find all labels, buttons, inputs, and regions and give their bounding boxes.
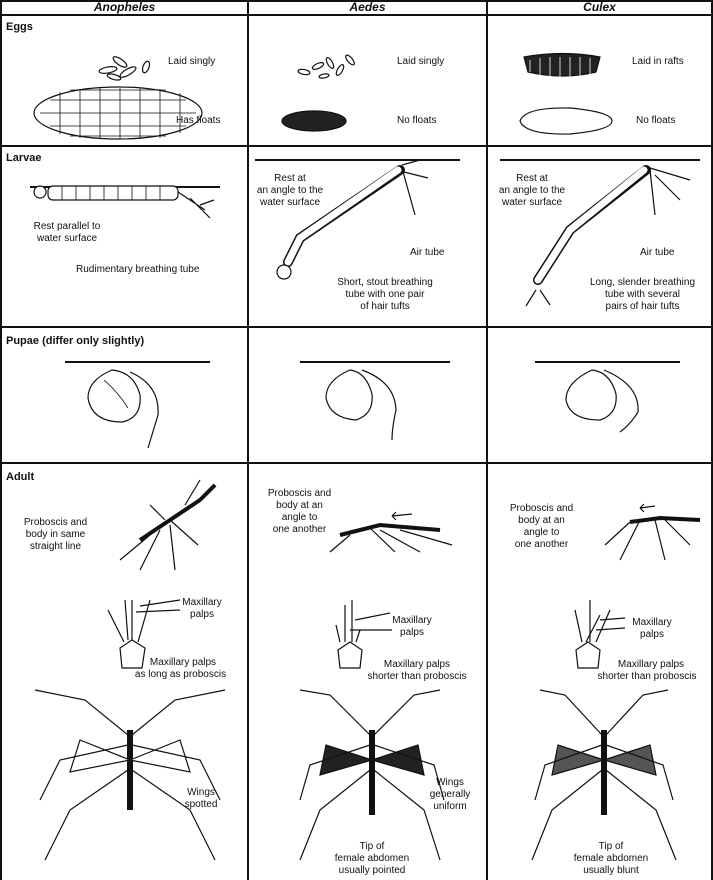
anopheles-egg-float	[34, 87, 202, 139]
anopheles-wings-2: spotted	[176, 800, 226, 810]
culex-eggs-laid: Laid in rafts	[632, 57, 684, 67]
anopheles-larva-rest-2: water surface	[22, 234, 112, 244]
anopheles-larva-rest-1: Rest parallel to	[22, 222, 112, 232]
aedes-palps-1: Maxillary	[382, 616, 442, 626]
anopheles-eggs-laid: Laid singly	[168, 57, 215, 67]
row-label-larvae: Larvae	[6, 153, 41, 163]
culex-larva-tube-2: tube with several	[575, 290, 710, 300]
anopheles-wings-1: Wings	[176, 788, 226, 798]
aedes-eggs-laid: Laid singly	[397, 57, 444, 67]
aedes-larva-tube-3: of hair tufts	[320, 302, 450, 312]
culex-palps-len-1: Maxillary palps	[596, 660, 706, 670]
row-label-pupae: Pupae (differ only slightly)	[6, 336, 144, 346]
aedes-wings-2: generally	[420, 790, 480, 800]
anopheles-adult-top	[35, 690, 225, 860]
culex-larva-air-tube: Air tube	[640, 248, 674, 258]
aedes-adult-body-4: one another	[252, 525, 347, 535]
culex-head	[575, 600, 625, 668]
aedes-eggs-floats: No floats	[397, 116, 436, 126]
aedes-palps-2: palps	[382, 628, 442, 638]
anopheles-adult-side	[120, 480, 215, 570]
anopheles-palps-1: Maxillary	[172, 598, 232, 608]
culex-palps-2: palps	[622, 630, 682, 640]
aedes-adult-body-1: Proboscis and	[252, 489, 347, 499]
culex-adult-side	[605, 504, 700, 560]
larvae-water-lines	[30, 160, 700, 187]
aedes-palps-len-2: shorter than proboscis	[352, 672, 482, 682]
aedes-adult-body-2: body at an	[252, 501, 347, 511]
aedes-egg	[282, 111, 346, 131]
culex-adult-body-4: one another	[494, 540, 589, 550]
anopheles-palps-2: palps	[172, 610, 232, 620]
anopheles-larva	[34, 186, 214, 218]
aedes-larva-tube-2: tube with one pair	[320, 290, 450, 300]
aedes-wings-3: uniform	[420, 802, 480, 812]
anopheles-adult-body-1: Proboscis and	[8, 518, 103, 528]
aedes-adult-top	[300, 690, 444, 860]
culex-larva-rest-3: water surface	[492, 198, 572, 208]
aedes-larva-tube-1: Short, stout breathing	[320, 278, 450, 288]
culex-egg-raft	[524, 54, 600, 78]
anopheles-adult-body-2: body in same	[8, 530, 103, 540]
anopheles-palps-len-2: as long as proboscis	[118, 670, 243, 680]
aedes-wings-1: Wings	[420, 778, 480, 788]
culex-adult-body-2: body at an	[494, 516, 589, 526]
culex-adult-body-1: Proboscis and	[494, 504, 589, 514]
culex-adult-top	[532, 690, 676, 860]
culex-larva-rest-1: Rest at	[492, 174, 572, 184]
aedes-adult-side	[330, 512, 452, 552]
aedes-palps-len-1: Maxillary palps	[358, 660, 476, 670]
culex-larva-rest-2: an angle to the	[492, 186, 572, 196]
row-label-adult: Adult	[6, 472, 34, 482]
aedes-tip-2: female abdomen	[317, 854, 427, 864]
culex-egg	[520, 108, 612, 134]
anopheles-palps-len-1: Maxillary palps	[128, 658, 238, 668]
culex-larva-tube-1: Long, slender breathing	[575, 278, 710, 288]
culex-tip-3: usually blunt	[556, 866, 666, 876]
culex-larva-tube-3: pairs of hair tufts	[575, 302, 710, 312]
aedes-tip-1: Tip of	[317, 842, 427, 852]
aedes-larva-rest-3: water surface	[250, 198, 330, 208]
anopheles-adult-body-3: straight line	[8, 542, 103, 552]
anopheles-pupa	[88, 370, 158, 448]
aedes-larva-rest-1: Rest at	[250, 174, 330, 184]
culex-eggs-floats: No floats	[636, 116, 675, 126]
aedes-tip-3: usually pointed	[317, 866, 427, 876]
culex-tip-2: female abdomen	[556, 854, 666, 864]
aedes-pupa	[326, 370, 396, 440]
aedes-larva-air-tube: Air tube	[410, 248, 444, 258]
aedes-single-eggs	[298, 54, 356, 79]
culex-pupa	[566, 370, 638, 432]
culex-tip-1: Tip of	[556, 842, 666, 852]
aedes-larva-rest-2: an angle to the	[250, 186, 330, 196]
row-label-eggs: Eggs	[6, 22, 33, 32]
culex-palps-len-2: shorter than proboscis	[584, 672, 710, 682]
aedes-adult-body-3: angle to	[252, 513, 347, 523]
anopheles-single-eggs	[99, 55, 151, 81]
anopheles-eggs-floats: Has floats	[176, 116, 220, 126]
anopheles-larva-tube: Rudimentary breathing tube	[76, 265, 199, 275]
culex-adult-body-3: angle to	[494, 528, 589, 538]
culex-palps-1: Maxillary	[622, 618, 682, 628]
